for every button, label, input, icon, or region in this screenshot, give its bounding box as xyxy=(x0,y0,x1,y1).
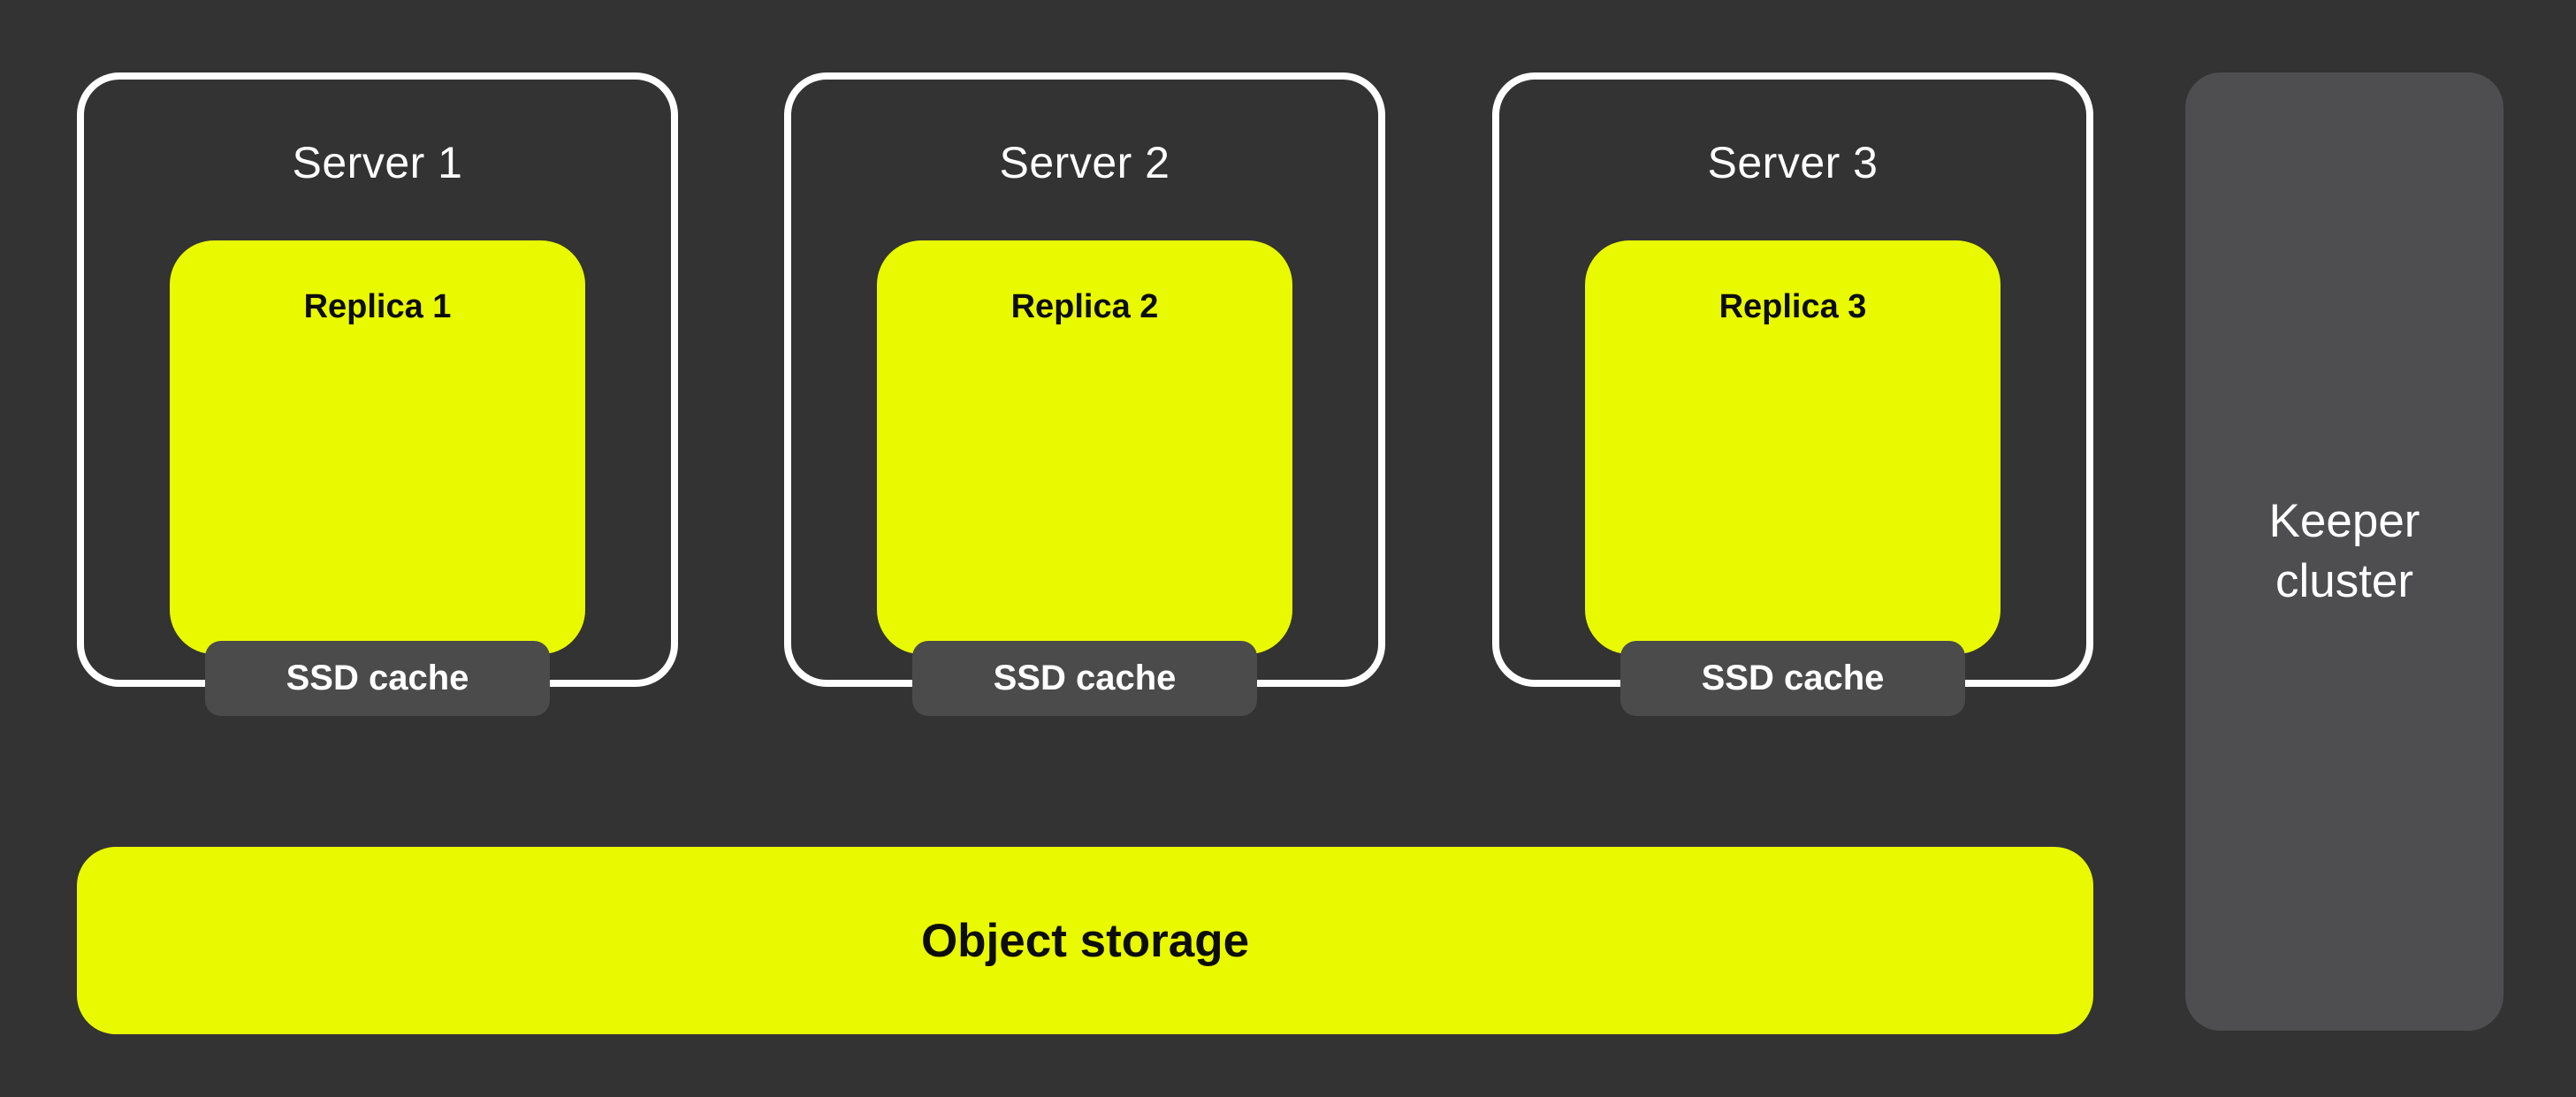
replica-3-box: Replica 3 xyxy=(1585,240,2001,654)
ssd-cache-3-box: SSD cache xyxy=(1620,641,1965,716)
replica-1-box: Replica 1 xyxy=(170,240,585,654)
object-storage-label: Object storage xyxy=(920,914,1250,967)
keeper-cluster-label: Keeper cluster xyxy=(2268,495,2420,607)
server-1-box: Server 1 Replica 1 SSD cache xyxy=(77,72,678,716)
server-3-title: Server 3 xyxy=(1707,138,1879,187)
replica-2-box: Replica 2 xyxy=(877,240,1292,654)
server-2-title: Server 2 xyxy=(999,138,1170,187)
ssd-cache-2-label: SSD cache xyxy=(993,659,1177,697)
keeper-cluster-box: Keeper cluster xyxy=(2185,72,2504,1031)
server-1-title: Server 1 xyxy=(292,138,463,187)
ssd-cache-3-label: SSD cache xyxy=(1701,659,1885,697)
ssd-cache-2-box: SSD cache xyxy=(912,641,1257,716)
replica-1-label: Replica 1 xyxy=(303,288,452,325)
replica-2-label: Replica 2 xyxy=(1010,288,1159,325)
server-2-box: Server 2 Replica 2 SSD cache xyxy=(784,72,1385,716)
ssd-cache-1-box: SSD cache xyxy=(205,641,550,716)
object-storage-box: Object storage xyxy=(77,847,2093,1034)
server-3-box: Server 3 Replica 3 SSD cache xyxy=(1492,72,2093,716)
ssd-cache-1-label: SSD cache xyxy=(286,659,469,697)
replica-3-label: Replica 3 xyxy=(1719,288,1867,325)
